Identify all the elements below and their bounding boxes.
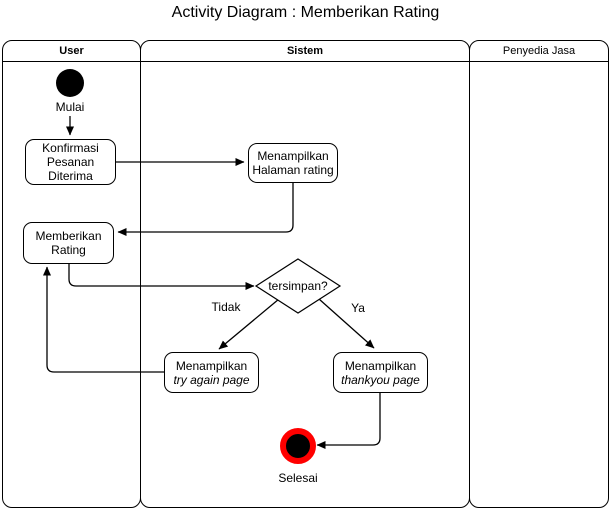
end-node-label: Selesai [278, 471, 318, 485]
swimlane-sistem-label: Sistem [286, 45, 324, 57]
swimlane-penyedia-jasa-label: Penyedia Jasa [502, 45, 576, 57]
start-node[interactable] [56, 69, 84, 97]
node-text-line: Memberikan [35, 229, 102, 243]
node-text-line: Menampilkan [344, 358, 417, 373]
diagram-title: Activity Diagram : Memberikan Rating [171, 4, 440, 21]
decision-tersimpan-label: tersimpan? [268, 279, 328, 293]
node-text-line: Menampilkan [175, 358, 248, 373]
edge-label-tidak: Tidak [211, 300, 241, 314]
node-konfirmasi-pesanan-diterima[interactable]: Konfirmasi Pesanan Diterima [25, 139, 116, 185]
decision-tersimpan-diamond[interactable] [254, 258, 342, 314]
start-node-label: Mulai [55, 100, 85, 114]
node-text-line: Diterima [48, 169, 93, 183]
node-text-line: Rating [51, 243, 86, 257]
swimlane-penyedia-jasa: Penyedia Jasa [469, 40, 609, 508]
node-text-line: Konfirmasi [42, 141, 99, 155]
node-text-line: Pesanan [46, 155, 95, 169]
node-text-line: Halaman rating [252, 163, 334, 177]
end-node[interactable] [280, 428, 316, 464]
swimlane-penyedia-jasa-header[interactable]: Penyedia Jasa [470, 41, 608, 62]
swimlane-sistem-header[interactable]: Sistem [141, 41, 469, 62]
swimlane-user-header[interactable]: User [3, 41, 140, 62]
node-menampilkan-halaman-rating[interactable]: Menampilkan Halaman rating [248, 143, 338, 183]
swimlane-user-label: User [59, 45, 84, 57]
node-menampilkan-try-again-page[interactable]: Menampilkan try again page [164, 352, 259, 393]
node-text-line: try again page [173, 372, 250, 387]
node-menampilkan-thankyou-page[interactable]: Menampilkan thankyou page [333, 352, 428, 393]
node-memberikan-rating[interactable]: Memberikan Rating [23, 222, 114, 264]
node-text-line: thankyou page [341, 372, 420, 387]
edge-label-ya: Ya [351, 301, 365, 315]
node-text-line: Menampilkan [257, 149, 329, 163]
